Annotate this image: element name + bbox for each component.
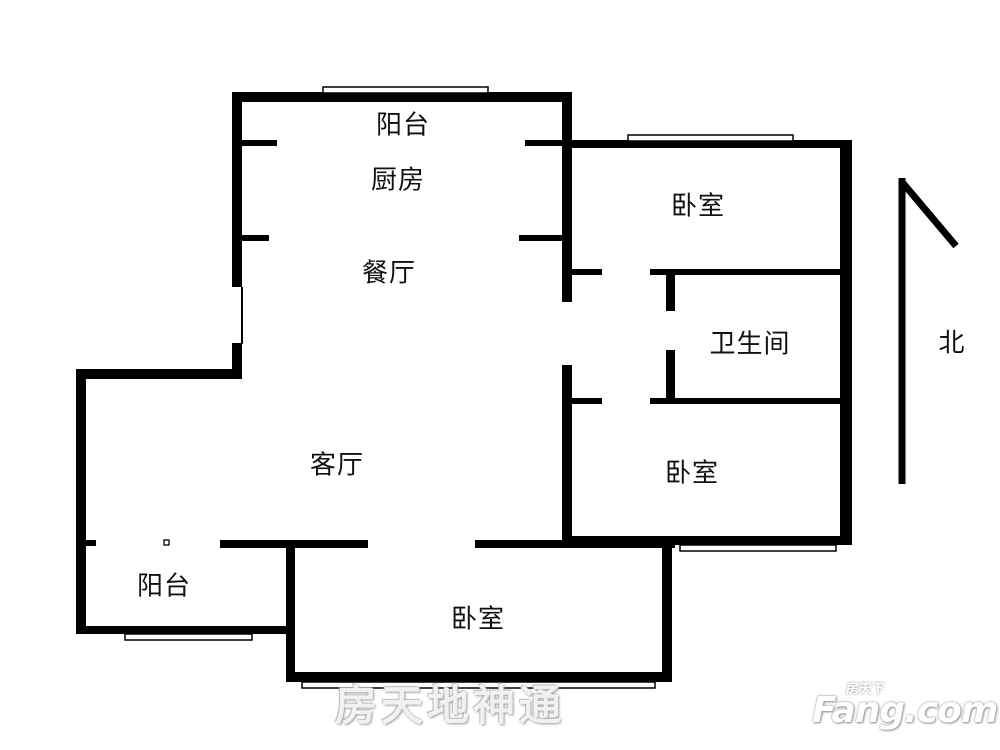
windows <box>124 86 837 689</box>
room-label-bedroom-east: 卧室 <box>664 458 720 489</box>
column-marker <box>163 539 170 546</box>
window-east-bedroom <box>679 544 837 552</box>
compass-label-north: 北 <box>938 328 966 359</box>
window-south-bedroom <box>301 681 656 689</box>
window-north-balcony <box>322 86 489 94</box>
watermark: 房天地神通 <box>335 681 566 730</box>
window-sw-balcony <box>124 633 253 641</box>
room-label-balcony-north: 阳台 <box>375 110 431 141</box>
room-label-kitchen: 厨房 <box>370 165 426 196</box>
room-label-bedroom-northeast: 卧室 <box>670 191 726 222</box>
north-arrow-icon <box>898 178 959 484</box>
room-label-balcony-southwest: 阳台 <box>136 571 192 602</box>
room-label-dining-room: 餐厅 <box>361 258 417 289</box>
room-label-bedroom-south: 卧室 <box>450 604 506 635</box>
walls <box>76 92 852 682</box>
room-label-bathroom: 卫生间 <box>709 329 791 360</box>
window-ne-bedroom <box>627 134 794 142</box>
logo-text: Fang.com <box>812 690 998 731</box>
logo-subtext: 房天下 <box>846 682 886 697</box>
room-label-living-room: 客厅 <box>309 450 365 481</box>
brand-logo: 房天下 Fang.com <box>812 678 998 738</box>
